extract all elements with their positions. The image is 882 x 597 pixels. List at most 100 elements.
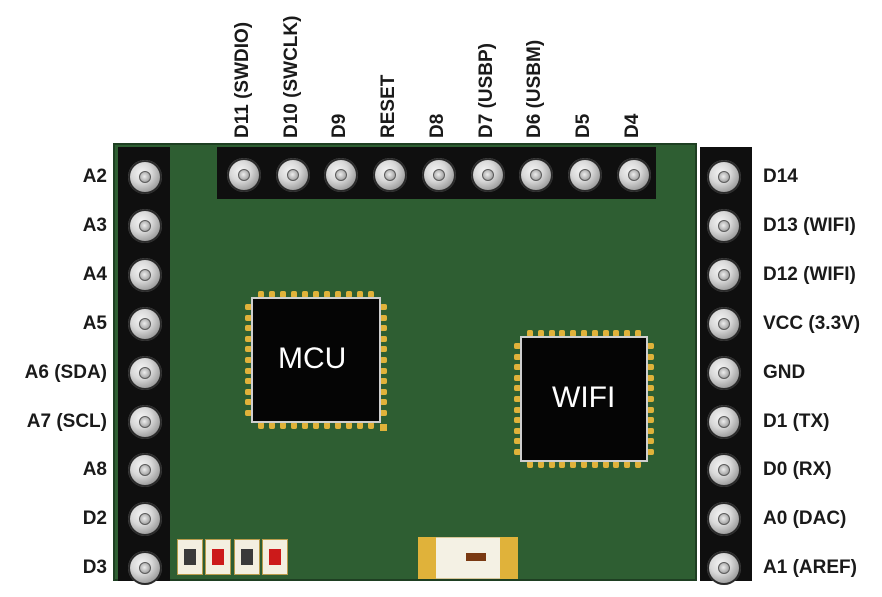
header-pin bbox=[707, 257, 741, 292]
header-pin bbox=[128, 306, 162, 341]
chip-pad bbox=[624, 461, 631, 468]
chip-pad bbox=[647, 449, 654, 455]
chip-pad bbox=[335, 291, 341, 298]
pin-label: A0 (DAC) bbox=[763, 508, 847, 530]
pin-label: D9 bbox=[329, 113, 351, 138]
chip-pad bbox=[591, 330, 598, 337]
pin-label: RESET bbox=[378, 74, 400, 138]
chip-pad bbox=[527, 461, 533, 468]
header-pin bbox=[128, 257, 162, 292]
header-pin bbox=[707, 355, 741, 390]
pin-label: D3 bbox=[82, 557, 107, 579]
chip-pad bbox=[647, 364, 654, 371]
chip-pad bbox=[357, 291, 363, 298]
mcu-label: MCU bbox=[278, 342, 347, 375]
chip-pad bbox=[537, 461, 544, 468]
chip-pad bbox=[245, 304, 252, 310]
header-pin bbox=[421, 158, 456, 192]
pin-label: D2 bbox=[82, 508, 107, 530]
chip-pad bbox=[245, 346, 252, 353]
chip-pad bbox=[368, 422, 374, 429]
pin-label: A4 bbox=[82, 263, 107, 285]
chip-pad bbox=[302, 422, 308, 429]
chip-pad bbox=[313, 291, 319, 298]
chip-pad bbox=[647, 343, 654, 349]
chip-pad bbox=[581, 461, 587, 468]
header-pin bbox=[324, 158, 359, 192]
chip-pad bbox=[624, 330, 631, 337]
chip-pad bbox=[245, 399, 252, 406]
chip-pad bbox=[591, 461, 598, 468]
pin-label: D10 (SWCLK) bbox=[280, 15, 302, 138]
pin-label: D4 bbox=[621, 113, 643, 138]
chip-pad bbox=[380, 325, 387, 332]
pin-label: D12 (WIFI) bbox=[763, 263, 856, 285]
wifi-chip bbox=[520, 336, 648, 462]
pin-label: GND bbox=[763, 361, 806, 383]
chip-pad bbox=[269, 291, 275, 298]
chip-pad bbox=[291, 291, 297, 298]
pin-label: D11 (SWDIO) bbox=[232, 21, 253, 138]
chip-pad bbox=[647, 406, 654, 413]
chip-pad bbox=[647, 417, 654, 424]
chip-pad bbox=[269, 422, 275, 429]
chip-pad bbox=[514, 406, 521, 413]
chip-pad bbox=[258, 422, 264, 429]
chip-pad bbox=[537, 330, 544, 337]
chip-pad bbox=[368, 291, 374, 298]
chip-pad bbox=[514, 396, 521, 402]
pin1-marker bbox=[380, 424, 387, 431]
pin-label: D6 (USBM) bbox=[524, 39, 546, 138]
chip-pad bbox=[245, 410, 252, 416]
pin-label: D0 (RX) bbox=[763, 459, 832, 481]
chip-pad bbox=[570, 461, 577, 468]
header-pin bbox=[128, 160, 162, 194]
chip-pad bbox=[647, 396, 654, 402]
header-pin bbox=[616, 158, 651, 192]
chip-pad bbox=[291, 422, 297, 429]
pin-label: D13 (WIFI) bbox=[763, 214, 856, 236]
chip-pad bbox=[258, 291, 264, 298]
chip-pad bbox=[647, 374, 654, 381]
chip-pad bbox=[613, 330, 620, 337]
chip-pad bbox=[647, 438, 654, 445]
pin-label: A3 bbox=[82, 214, 107, 236]
chip-pad bbox=[514, 353, 521, 360]
chip-pad bbox=[245, 367, 252, 374]
chip-pad bbox=[647, 427, 654, 434]
chip-pad bbox=[245, 335, 252, 342]
header-pin bbox=[128, 355, 162, 390]
chip-pad bbox=[245, 388, 252, 395]
led-2 bbox=[205, 539, 231, 575]
chip-pad bbox=[613, 461, 620, 468]
chip-pad bbox=[380, 314, 387, 321]
chip-pad bbox=[380, 335, 387, 342]
header-pin bbox=[567, 158, 602, 192]
chip-pad bbox=[380, 357, 387, 363]
chip-pad bbox=[514, 449, 521, 455]
chip-pad bbox=[245, 378, 252, 385]
led-1 bbox=[177, 539, 203, 575]
chip-pad bbox=[647, 353, 654, 360]
chip-pad bbox=[514, 385, 521, 392]
chip-pad bbox=[635, 461, 641, 468]
chip-pad bbox=[647, 385, 654, 392]
header-pin bbox=[707, 160, 741, 194]
pin-label: D8 bbox=[426, 113, 448, 138]
chip-pad bbox=[346, 291, 352, 298]
led-3 bbox=[234, 539, 260, 575]
chip-pad bbox=[280, 422, 286, 429]
header-pin bbox=[707, 551, 741, 586]
header-pin bbox=[128, 404, 162, 439]
chip-pad bbox=[559, 330, 566, 337]
header-pin bbox=[128, 453, 162, 488]
header-pin bbox=[707, 404, 741, 439]
pin-label: A6 (SDA) bbox=[24, 361, 107, 383]
chip-pad bbox=[514, 364, 521, 371]
led-4 bbox=[262, 539, 288, 575]
pin-label: D7 (USBP) bbox=[475, 42, 497, 138]
chip-pad bbox=[280, 291, 286, 298]
chip-pad bbox=[602, 330, 609, 337]
chip-pad bbox=[514, 343, 521, 349]
chip-pad bbox=[514, 427, 521, 434]
